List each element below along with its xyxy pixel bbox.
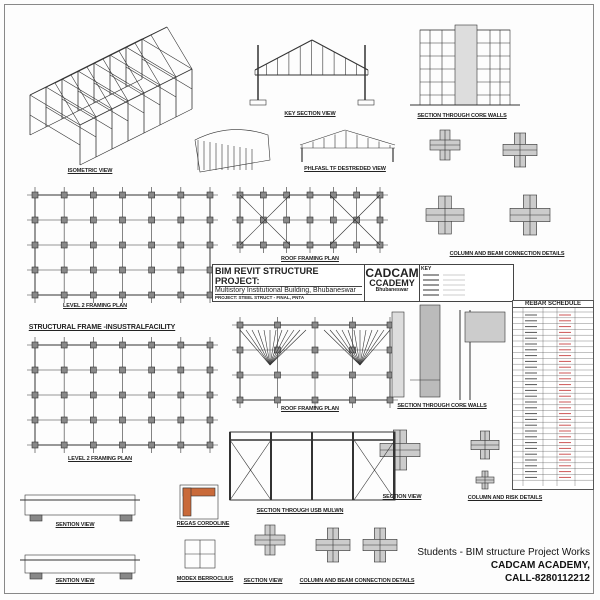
project-info: PROJECT: STEEL STRUCT - FINAL, PNTA	[215, 295, 305, 300]
view-label: MODEX BERROCLIUS	[176, 576, 234, 582]
view-label: REGAS CORDOLINE	[176, 521, 230, 527]
project-subtitle: Multistory Institutional Building, Bhuba…	[215, 287, 362, 295]
view-label: ROOF FRAMING PLAN	[281, 256, 339, 262]
view-label: SECTION VIEW	[243, 578, 283, 584]
core-walls-section-lower	[391, 304, 506, 400]
key-label: KEY	[421, 266, 432, 272]
view-label: SENTION VIEW	[55, 522, 95, 528]
sheet-border	[4, 4, 594, 594]
roof-framing-plan-bottom	[232, 317, 398, 408]
key-lines	[423, 274, 465, 296]
view-label: KEY SECTION VIEW	[284, 111, 336, 117]
sention-view-drawings	[20, 494, 140, 580]
view-label: SENTION VIEW	[55, 578, 95, 584]
connection-details-bottom	[254, 429, 500, 563]
view-label: LEVEL 2 FRAMING PLAN	[63, 303, 127, 309]
key-section-truss	[249, 39, 375, 106]
view-label: SECTION THROUGH USB MULWN	[256, 508, 344, 514]
prefab-truss-view	[299, 129, 396, 162]
regas-cordoline-detail	[179, 484, 219, 569]
view-label: COLUMN AND BEAM CONNECTION DETAILS	[449, 251, 565, 257]
view-label: SECTION VIEW	[382, 494, 422, 500]
project-title: BIM REVIT STRUCTURE PROJECT:	[215, 266, 362, 287]
view-label: COLUMN AND BEAM CONNECTION DETAILS	[299, 578, 415, 584]
view-label: COLUMN AND RISK DETAILS	[467, 495, 543, 501]
view-label: LEVEL 2 FRAMING PLAN	[68, 456, 132, 462]
brand-city: Bhubaneswar	[375, 287, 409, 293]
level-2-framing-plan-top	[27, 187, 218, 303]
key-legend-lines	[423, 274, 465, 296]
connection-details-top	[425, 129, 551, 236]
view-label: SECTION THROUGH CORE WALLS	[417, 113, 507, 119]
view-label: ISOMETRIC VIEW	[67, 168, 113, 174]
roof-framing-plan-top	[232, 187, 388, 253]
view-label: PHLFASL TF DESTREDED VIEW	[304, 166, 386, 172]
credit-text: Students - BIM structure Project Works C…	[417, 546, 590, 585]
canopy-3d-view	[194, 129, 271, 173]
view-label: STRUCTURAL FRAME -INSUSTRALFACILITY	[28, 324, 176, 331]
level-2-framing-plan-bottom	[27, 337, 218, 453]
title-block-project-cell: BIM REVIT STRUCTURE PROJECT: Multistory …	[213, 265, 365, 301]
credit-line-2: CADCAM ACADEMY,	[490, 560, 590, 571]
brand-line-1: CADCAM	[365, 266, 419, 280]
credit-line-3: CALL-8280112212	[504, 573, 590, 584]
isometric-view-drawing	[29, 26, 193, 166]
section-usb-frame	[229, 431, 396, 501]
rebar-schedule-table: REBAR SCHEDULE	[512, 300, 594, 490]
view-label: SECTION THROUGH CORE WALLS	[397, 403, 487, 409]
view-label: ROOF FRAMING PLAN	[281, 406, 339, 412]
title-block: BIM REVIT STRUCTURE PROJECT: Multistory …	[212, 264, 514, 302]
core-walls-section	[410, 24, 520, 106]
rebar-rows	[513, 308, 593, 486]
brand-logo: CADCAM CCADEMY Bhubaneswar	[365, 265, 420, 301]
brand-line-2: CCADEMY	[369, 278, 415, 288]
rebar-schedule-title: REBAR SCHEDULE	[513, 301, 593, 308]
key-legend: KEY	[420, 265, 513, 301]
rebar-schedule-rows	[513, 308, 593, 486]
credit-line-1: Students - BIM structure Project Works	[417, 547, 590, 558]
